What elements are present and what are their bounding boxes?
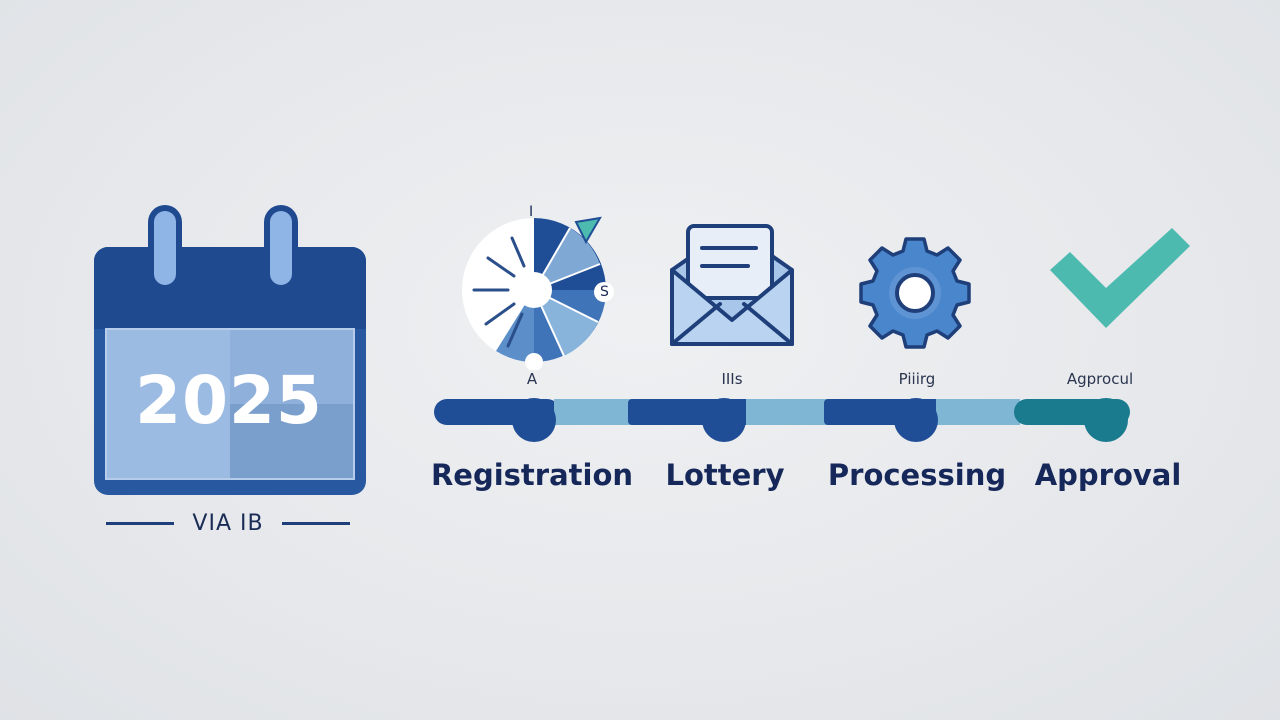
- stage-sublabel-3: Piiirg: [898, 370, 936, 388]
- timeline-connector-3: [936, 399, 1020, 425]
- calendar-year: 2025: [135, 361, 323, 439]
- gear-icon: [859, 237, 971, 349]
- wheel-right-mark: S: [600, 284, 609, 300]
- caption-rule-right: [281, 521, 350, 525]
- stage-label-registration: Registration: [430, 458, 634, 492]
- stage-label-approval: Approval: [1034, 458, 1182, 492]
- calendar-caption-text: VIA IB: [192, 510, 264, 536]
- timeline-node-1: [512, 398, 556, 442]
- spinning-wheel-icon: [462, 216, 614, 370]
- stage-label-processing: Processing: [827, 458, 1007, 492]
- wheel-top-mark: I: [529, 204, 534, 220]
- timeline-node-2: [702, 398, 746, 442]
- timeline-track: [434, 398, 1130, 442]
- checkmark-icon: [1050, 228, 1190, 328]
- caption-rule-left: [106, 521, 175, 525]
- timeline-node-3: [894, 398, 938, 442]
- timeline-node-4: [1084, 398, 1128, 442]
- timeline-connector-1: [554, 399, 634, 425]
- calendar-icon: [94, 205, 366, 495]
- timeline-connector-2: [746, 399, 828, 425]
- stage-label-lottery: Lottery: [665, 458, 785, 492]
- stage-sublabel-4: Agprocul: [1066, 370, 1134, 388]
- stage-sublabel-2: IIIs: [721, 370, 743, 388]
- calendar-caption: VIA IB: [90, 508, 366, 538]
- stage-sublabel-1: A: [526, 370, 538, 388]
- envelope-letter-icon: [670, 224, 794, 346]
